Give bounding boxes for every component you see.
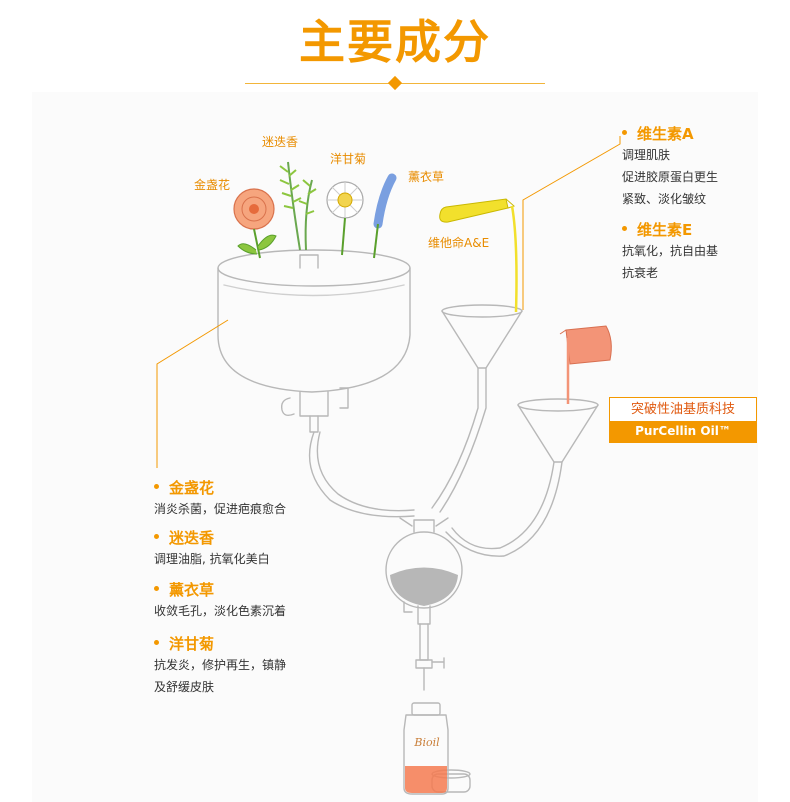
mixing-bowl xyxy=(217,249,411,433)
page-title: 主要成分 xyxy=(299,15,491,69)
lower-funnel xyxy=(445,398,599,557)
chamomile-flower xyxy=(326,181,364,256)
list-item: 维生素E 抗氧化，抗自由基 抗衰老 xyxy=(622,220,762,284)
item-name: 迷迭香 xyxy=(169,529,215,547)
round-flask xyxy=(385,517,463,691)
tube-left xyxy=(308,431,415,518)
item-title: 维生素A xyxy=(622,124,762,144)
label-lavender: 薰衣草 xyxy=(408,170,445,184)
item-desc: 抗发炎，修护再生，镇静 及舒缓皮肤 xyxy=(154,658,287,694)
label-vitamin: 维他命A&E xyxy=(428,236,490,250)
label-rosemary: 迷迭香 xyxy=(262,135,299,149)
list-item: 洋甘菊 抗发炎，修护再生，镇静 及舒缓皮肤 xyxy=(154,634,344,698)
list-item: 迷迭香 调理油脂, 抗氧化美白 xyxy=(154,528,344,570)
bullet-icon xyxy=(154,534,159,539)
item-title: 维生素E xyxy=(622,220,762,240)
background-panel xyxy=(32,92,758,802)
item-title: 迷迭香 xyxy=(154,528,344,548)
flask-liquid xyxy=(390,567,458,606)
list-item: 维生素A 调理肌肤 促进胶原蛋白更生 紧致、淡化皱纹 xyxy=(622,124,762,210)
item-desc: 抗氧化，抗自由基 抗衰老 xyxy=(622,244,719,280)
lavender-flower xyxy=(373,173,397,259)
rosemary-plant xyxy=(279,161,317,251)
bullet-icon xyxy=(154,640,159,645)
bullet-icon xyxy=(154,484,159,489)
item-title: 洋甘菊 xyxy=(154,634,344,654)
bullet-icon xyxy=(154,586,159,591)
tube-left-inner xyxy=(316,431,415,512)
item-title: 薰衣草 xyxy=(154,580,344,600)
tech-line1: 突破性油基质科技 xyxy=(630,402,735,417)
bullet-icon xyxy=(622,130,627,135)
bottle-label: Bioil xyxy=(414,736,440,749)
bullet-icon xyxy=(622,226,627,231)
leader-line-right xyxy=(522,136,621,310)
oil-beaker xyxy=(559,325,612,404)
item-name: 维生素A xyxy=(637,125,694,143)
list-item: 金盏花 消炎杀菌，促进疤痕愈合 xyxy=(154,478,344,520)
item-desc: 调理油脂, 抗氧化美白 xyxy=(154,552,270,566)
upper-funnel xyxy=(431,304,523,513)
item-desc: 收敛毛孔，淡化色素沉着 xyxy=(154,604,287,618)
label-calendula: 金盏花 xyxy=(194,178,231,192)
item-name: 薰衣草 xyxy=(169,581,215,599)
tech-line2: PurCellin Oil™ xyxy=(610,421,756,442)
item-name: 洋甘菊 xyxy=(169,635,215,653)
leader-line-left xyxy=(156,319,229,468)
calendula-flower xyxy=(233,188,277,259)
purcellin-tech-badge: 突破性油基质科技 PurCellin Oil™ xyxy=(609,397,757,443)
bottle-oil xyxy=(405,766,447,793)
item-name: 金盏花 xyxy=(169,479,215,497)
item-desc: 消炎杀菌，促进疤痕愈合 xyxy=(154,502,287,516)
vitamin-tube xyxy=(439,198,518,313)
label-chamomile: 洋甘菊 xyxy=(330,152,367,166)
list-item: 薰衣草 收敛毛孔，淡化色素沉着 xyxy=(154,580,344,622)
item-title: 金盏花 xyxy=(154,478,344,498)
item-desc: 调理肌肤 促进胶原蛋白更生 紧致、淡化皱纹 xyxy=(622,148,719,206)
item-name: 维生素E xyxy=(637,221,693,239)
